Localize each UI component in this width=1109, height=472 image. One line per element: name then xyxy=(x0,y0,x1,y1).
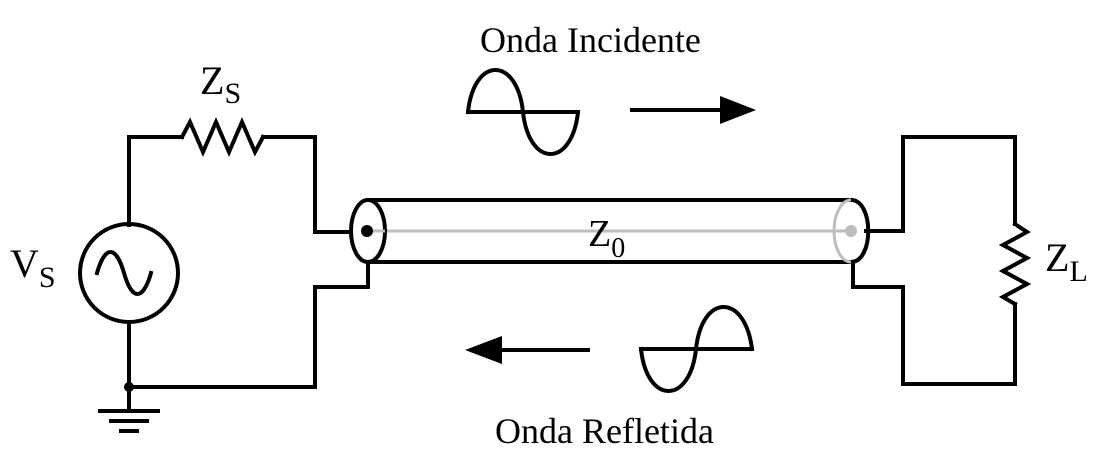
source-to-line-top-wire xyxy=(261,135,370,234)
reflected-wave-label: Onda Refletida xyxy=(495,411,714,451)
load-impedance-label: ZL xyxy=(1045,235,1088,288)
source-circuit xyxy=(78,116,370,433)
sine-wave-icon xyxy=(465,68,581,156)
source-bottom-wire xyxy=(127,260,370,389)
ac-source-icon xyxy=(78,222,180,324)
arrow-icon xyxy=(465,336,590,364)
transmission-line: Z0 xyxy=(349,198,871,264)
source-voltage-label: VS xyxy=(10,241,56,294)
load-bottom-wire xyxy=(851,260,1017,386)
incident-wave-label: Onda Incidente xyxy=(480,20,701,60)
resistor-zl xyxy=(998,221,1032,307)
reflected-wave xyxy=(465,305,755,393)
sine-wave-icon xyxy=(638,305,755,393)
source-top-wire xyxy=(127,135,184,227)
line-left-node xyxy=(361,225,373,237)
source-impedance-label: ZS xyxy=(200,58,241,110)
load-top-wire xyxy=(864,135,1017,233)
incident-wave xyxy=(465,68,756,156)
resistor-zs xyxy=(179,116,266,158)
ground-icon xyxy=(98,382,160,433)
line-right-node xyxy=(845,225,857,237)
load-circuit xyxy=(851,135,1032,386)
line-impedance-label: Z0 xyxy=(588,213,625,264)
arrow-icon xyxy=(630,96,756,124)
